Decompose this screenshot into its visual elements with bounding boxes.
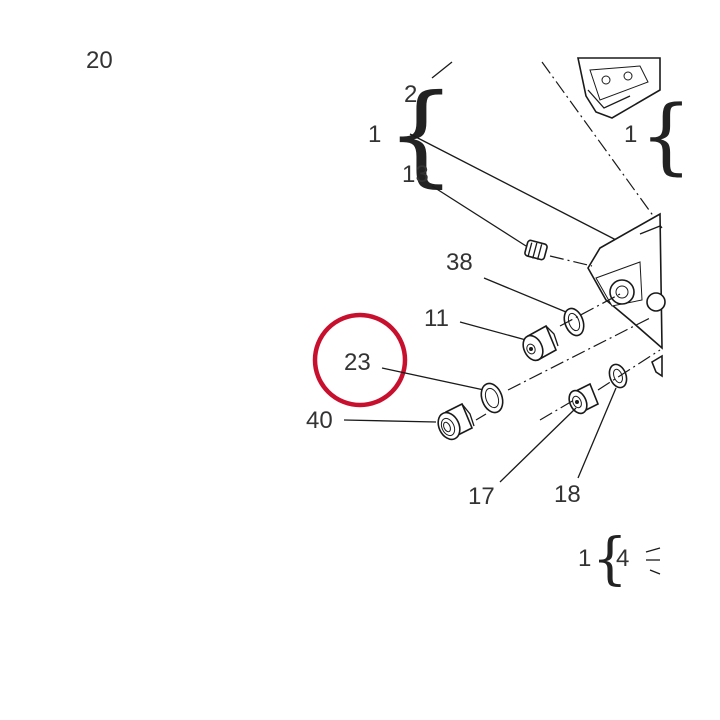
label-group1-main: 1 <box>368 121 381 148</box>
axis-line-11 <box>559 293 621 327</box>
label-right-group-main: 1 <box>624 121 637 148</box>
leader-4a <box>645 547 661 553</box>
part-11-plug <box>522 324 559 362</box>
label-11: 11 <box>424 305 449 332</box>
label-23: 23 <box>344 349 371 376</box>
upper-right-housing <box>577 57 661 119</box>
leader-17 <box>499 407 577 483</box>
brace-right-group: { <box>640 89 692 184</box>
part-38-oring <box>563 307 585 337</box>
leader-2 <box>431 61 453 79</box>
leader-4c <box>649 569 661 575</box>
leader-1 <box>409 133 621 243</box>
brace-group1: { <box>386 70 456 198</box>
leader-23 <box>381 367 485 391</box>
part-18-oring <box>608 363 628 389</box>
label-4: 4 <box>616 545 629 572</box>
part-17-plug <box>568 382 600 415</box>
axis-line-17 <box>539 399 575 421</box>
leader-18 <box>577 387 617 479</box>
part-40-plug <box>437 402 475 441</box>
leader-13 <box>431 185 527 247</box>
axis-line-main <box>541 61 663 229</box>
label-2: 2 <box>404 81 417 108</box>
axis-line-40 <box>475 413 487 421</box>
part-13-screw <box>524 239 593 267</box>
leader-38 <box>483 277 567 313</box>
axis-line-23 <box>507 317 651 391</box>
label-17: 17 <box>468 483 495 510</box>
label-20-partial: 20 <box>86 47 113 74</box>
label-40: 40 <box>306 407 333 434</box>
highlight-circle-23 <box>312 312 408 408</box>
axis-line-18 <box>597 349 661 391</box>
label-18: 18 <box>554 481 581 508</box>
label-38: 38 <box>446 249 473 276</box>
main-housing <box>587 212 666 378</box>
brace-bottom-group: { <box>592 527 628 592</box>
part-23-oring <box>480 382 504 414</box>
label-13: 13 <box>402 161 429 188</box>
label-bottom-group-main: 1 <box>578 545 591 572</box>
leader-11 <box>459 321 527 341</box>
leader-40 <box>343 419 437 423</box>
